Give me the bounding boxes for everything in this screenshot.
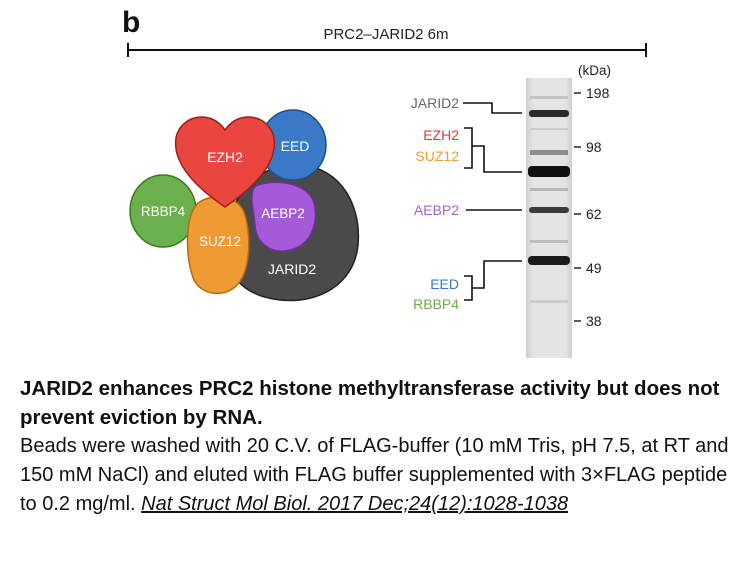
ladder-marker: 198 [586,85,610,101]
caption-text: Beads were washed with 20 C.V. of FLAG-b… [20,435,729,515]
ladder-marker: 38 [586,313,602,329]
rbbp4-label: RBBP4 [141,204,186,219]
ezh2-shape [174,116,276,208]
band-label-jarid2: JARID2 [411,95,459,111]
panel-label: b [122,6,140,39]
ladder-ticks [574,92,581,322]
gel-lane [526,78,572,358]
gel-band [530,240,568,243]
caption-body: Beads were washed with 20 C.V. of FLAG-b… [20,432,745,519]
jarid2-label: JARID2 [268,261,316,277]
ezh2-suz12-leader [472,145,522,173]
aebp2-shape [251,181,317,252]
gel-band [530,300,568,303]
band-label-ezh2: EZH2 [423,127,459,143]
complex-cartoon: JARID2 RBBP4 EED AEBP2 SUZ12 EZH2 [129,109,360,302]
figure-panel-b: b PRC2–JARID2 6m JARID2 RBBP4 EED AEBP2 … [122,6,647,358]
eed-label: EED [281,138,310,154]
gel-band [530,128,568,130]
citation-link[interactable]: Nat Struct Mol Biol. 2017 Dec;24(12):102… [141,493,569,515]
band-label-suz12: SUZ12 [415,148,459,164]
gel-band [530,96,568,99]
ladder-marker: 98 [586,139,602,155]
eed-rbbp4-leader [472,260,522,289]
condition-bar [127,43,647,57]
gel-band [530,188,568,191]
ladder-unit: (kDa) [578,63,611,78]
jarid2-leader [463,102,522,114]
band-annotations: JARID2 EZH2 SUZ12 AEBP2 EED RBBP4 [411,95,522,312]
caption-title: JARID2 enhances PRC2 histone methyltrans… [20,377,720,429]
ezh2-label: EZH2 [207,149,243,165]
gel-band-ezh2-suz12 [528,166,570,177]
figure-caption: JARID2 enhances PRC2 histone methyltrans… [20,374,745,519]
gel: (kDa) 198 98 62 49 38 [526,63,611,358]
suz12-label: SUZ12 [199,234,241,249]
eed-rbbp4-bracket [464,275,473,301]
gel-band-eed-rbbp4 [528,256,570,265]
ladder-marker: 62 [586,206,602,222]
gel-band-jarid2 [529,110,569,117]
ladder-marker: 49 [586,260,602,276]
aebp2-label: AEBP2 [261,206,305,221]
band-label-eed: EED [430,276,459,292]
band-label-aebp2: AEBP2 [414,202,459,218]
gel-band-aebp2 [529,207,569,213]
condition-label: PRC2–JARID2 6m [323,26,448,43]
ezh2-suz12-bracket [464,127,473,169]
band-label-rbbp4: RBBP4 [413,296,459,312]
gel-band [530,150,568,155]
